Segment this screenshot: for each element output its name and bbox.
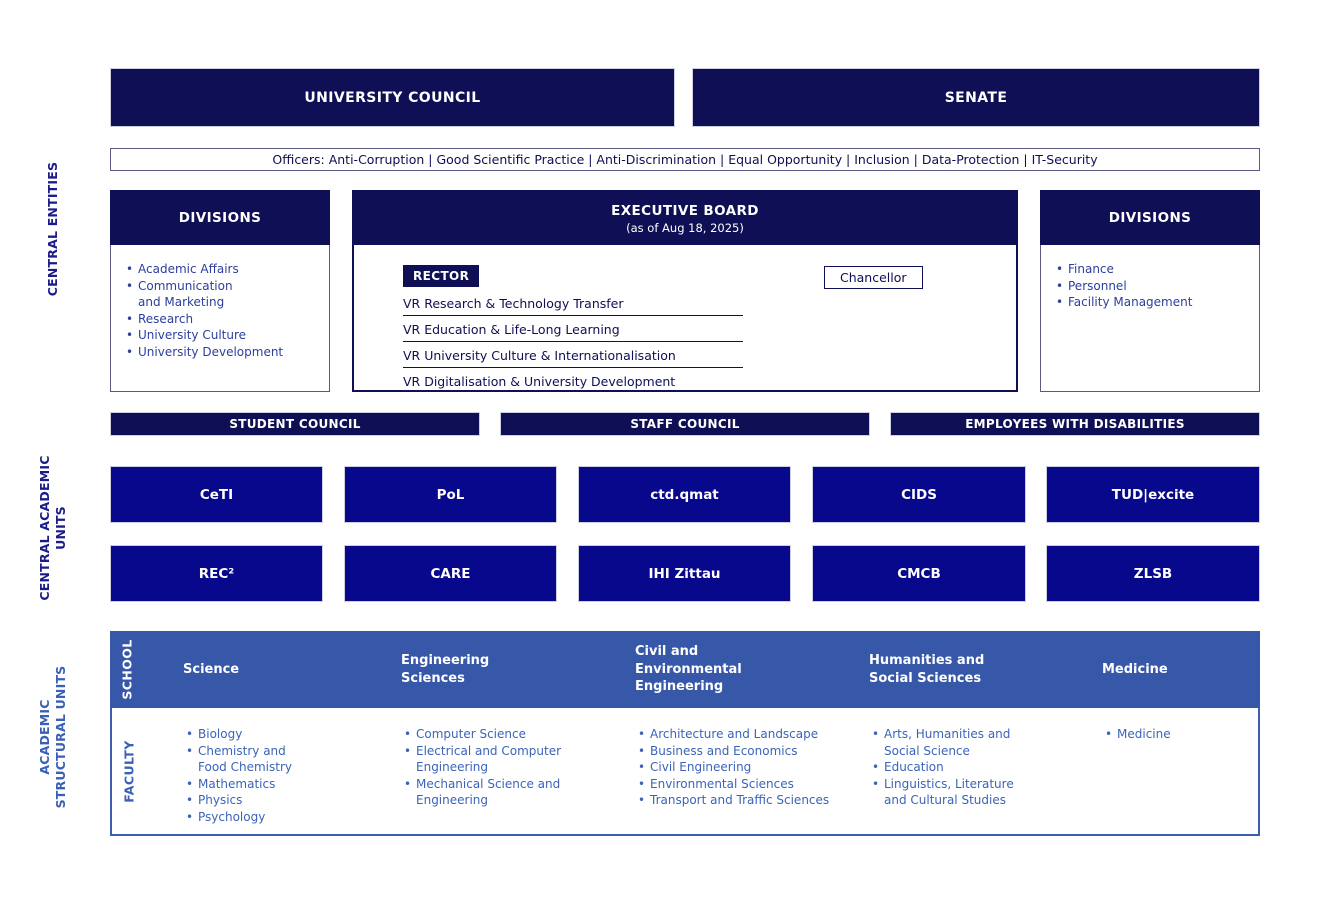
faculty-vertical-label: FACULTY [121, 739, 137, 803]
school-column-science: Science [183, 661, 240, 677]
vice-rector-line: VR University Culture & Internationalisa… [403, 348, 743, 368]
faculties-row: FACULTY Biology Chemistry and Food Chemi… [110, 708, 1260, 836]
list-item: Computer Science [403, 726, 617, 743]
divisions-right-title: DIVISIONS [1040, 190, 1260, 245]
divisions-right-list: Finance Personnel Facility Management [1055, 261, 1247, 311]
senate-box: SENATE [692, 68, 1260, 127]
list-item: Business and Economics [637, 743, 851, 760]
school-label-cell: SCHOOL [110, 631, 144, 708]
list-item: Psychology [185, 809, 399, 826]
unit-box-ihi-zittau: IHI Zittau [578, 545, 791, 602]
list-item: Finance [1055, 261, 1247, 278]
executive-board-box: EXECUTIVE BOARD (as of Aug 18, 2025) REC… [352, 190, 1018, 392]
unit-box-pol: PoL [344, 466, 557, 523]
list-item: Civil Engineering [637, 759, 851, 776]
list-item: Research [125, 311, 317, 328]
faculty-list-civil-environmental-engineering: Architecture and Landscape Business and … [637, 726, 851, 809]
unit-box-cids: CIDS [812, 466, 1026, 523]
list-item: Linguistics, Literature and Cultural Stu… [871, 776, 1085, 809]
divisions-right-box: DIVISIONS Finance Personnel Facility Man… [1040, 190, 1260, 392]
list-item: Environmental Sciences [637, 776, 851, 793]
rector-badge: RECTOR [403, 265, 480, 287]
school-column-civil-environmental-engineering: Civil and Environmental Engineering [635, 644, 742, 695]
side-label-central-entities: CENTRAL ENTITIES [44, 161, 60, 297]
officers-bar: Officers: Anti-Corruption | Good Scienti… [110, 148, 1260, 171]
vice-rector-line: VR Research & Technology Transfer [403, 296, 743, 316]
executive-board-subtitle: (as of Aug 18, 2025) [626, 220, 744, 235]
schools-header-row: SCHOOL Science Engineering Sciences Civi… [110, 631, 1260, 708]
unit-box-tud-excite: TUD|excite [1046, 466, 1260, 523]
list-item: Electrical and Computer Engineering [403, 743, 617, 776]
faculty-list-engineering-sciences: Computer Science Electrical and Computer… [403, 726, 617, 809]
vice-rector-list: VR Research & Technology Transfer VR Edu… [403, 296, 743, 399]
list-item: Mathematics [185, 776, 399, 793]
employees-with-disabilities-bar: EMPLOYEES WITH DISABILITIES [890, 412, 1260, 436]
list-item: Education [871, 759, 1085, 776]
faculty-list-science: Biology Chemistry and Food Chemistry Mat… [185, 726, 399, 825]
unit-box-zlsb: ZLSB [1046, 545, 1260, 602]
student-council-bar: STUDENT COUNCIL [110, 412, 480, 436]
list-item: Transport and Traffic Sciences [637, 792, 851, 809]
list-item: Communication and Marketing [125, 278, 317, 311]
unit-box-rec2: REC² [110, 545, 323, 602]
list-item: Arts, Humanities and Social Science [871, 726, 1085, 759]
school-vertical-label: SCHOOL [119, 639, 135, 700]
vice-rector-line: VR Education & Life-Long Learning [403, 322, 743, 342]
school-column-humanities-social-sciences: Humanities and Social Sciences [869, 652, 985, 686]
school-column-engineering-sciences: Engineering Sciences [401, 652, 490, 686]
chancellor-box: Chancellor [824, 266, 923, 289]
executive-board-header: EXECUTIVE BOARD (as of Aug 18, 2025) [354, 192, 1016, 245]
unit-box-ceti: CeTI [110, 466, 323, 523]
list-item: Biology [185, 726, 399, 743]
list-item: Medicine [1104, 726, 1318, 743]
list-item: Academic Affairs [125, 261, 317, 278]
faculty-list-humanities-social-sciences: Arts, Humanities and Social Science Educ… [871, 726, 1085, 809]
unit-box-ctdqmat: ctd.qmat [578, 466, 791, 523]
divisions-left-title: DIVISIONS [110, 190, 330, 245]
divisions-left-box: DIVISIONS Academic Affairs Communication… [110, 190, 330, 392]
list-item: Architecture and Landscape [637, 726, 851, 743]
unit-box-cmcb: CMCB [812, 545, 1026, 602]
list-item: Chemistry and Food Chemistry [185, 743, 399, 776]
university-council-box: UNIVERSITY COUNCIL [110, 68, 675, 127]
school-column-medicine: Medicine [1102, 661, 1168, 677]
executive-board-title: EXECUTIVE BOARD [611, 202, 759, 219]
divisions-left-list: Academic Affairs Communication and Marke… [125, 261, 317, 360]
unit-box-care: CARE [344, 545, 557, 602]
list-item: Physics [185, 792, 399, 809]
staff-council-bar: STAFF COUNCIL [500, 412, 870, 436]
list-item: Mechanical Science and Engineering [403, 776, 617, 809]
list-item: Personnel [1055, 278, 1247, 295]
side-label-academic-structural-units: ACADEMIC STRUCTURAL UNITS [36, 665, 68, 809]
side-label-central-academic-units: CENTRAL ACADEMIC UNITS [36, 455, 68, 601]
faculty-label-cell: FACULTY [112, 708, 146, 834]
list-item: University Culture [125, 327, 317, 344]
vice-rector-line: VR Digitalisation & University Developme… [403, 374, 676, 389]
list-item: Facility Management [1055, 294, 1247, 311]
list-item: University Development [125, 344, 317, 361]
faculty-list-medicine: Medicine [1104, 726, 1318, 743]
